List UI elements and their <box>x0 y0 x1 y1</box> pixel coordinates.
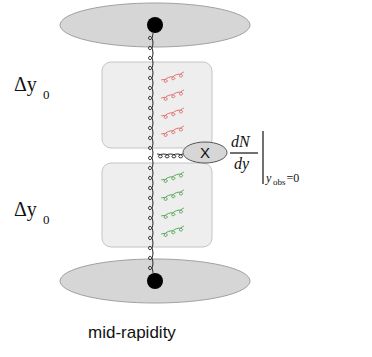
caption-text: mid-rapidity <box>88 324 176 341</box>
gluon-coil <box>161 226 184 236</box>
rapidity-box <box>102 163 212 247</box>
subscript: 0 <box>43 88 50 101</box>
subscript: y <box>266 172 271 184</box>
parton-dot <box>147 273 163 289</box>
denominator: dy <box>234 156 249 172</box>
rapidity-interval: Δy <box>14 74 37 94</box>
parton-dot <box>147 17 163 33</box>
particle-label: X <box>182 144 228 161</box>
gluon-coil <box>161 108 184 118</box>
gluon-coil <box>161 172 184 182</box>
rapidity-box <box>102 62 212 148</box>
particle-blob: X <box>182 141 228 164</box>
gluon-coil <box>157 154 184 158</box>
subscript: 0 <box>43 213 50 226</box>
gluon-coil <box>149 33 153 273</box>
hadron <box>60 259 250 303</box>
gluon-coil <box>161 126 184 136</box>
gluon-coil <box>161 190 184 200</box>
rapidity-interval: Δy <box>14 199 37 219</box>
fraction-bar <box>230 152 258 153</box>
gluon-coil <box>161 72 184 82</box>
gluon-coil <box>161 90 184 100</box>
evaluation-bar <box>262 131 263 184</box>
subscript: obs <box>273 178 286 187</box>
blob-shape <box>183 142 227 163</box>
gluon-ladder <box>149 33 184 273</box>
subscript: =0 <box>287 172 300 184</box>
gluon-coil <box>161 208 184 218</box>
numerator: dN <box>231 134 250 150</box>
hadron <box>60 3 250 47</box>
